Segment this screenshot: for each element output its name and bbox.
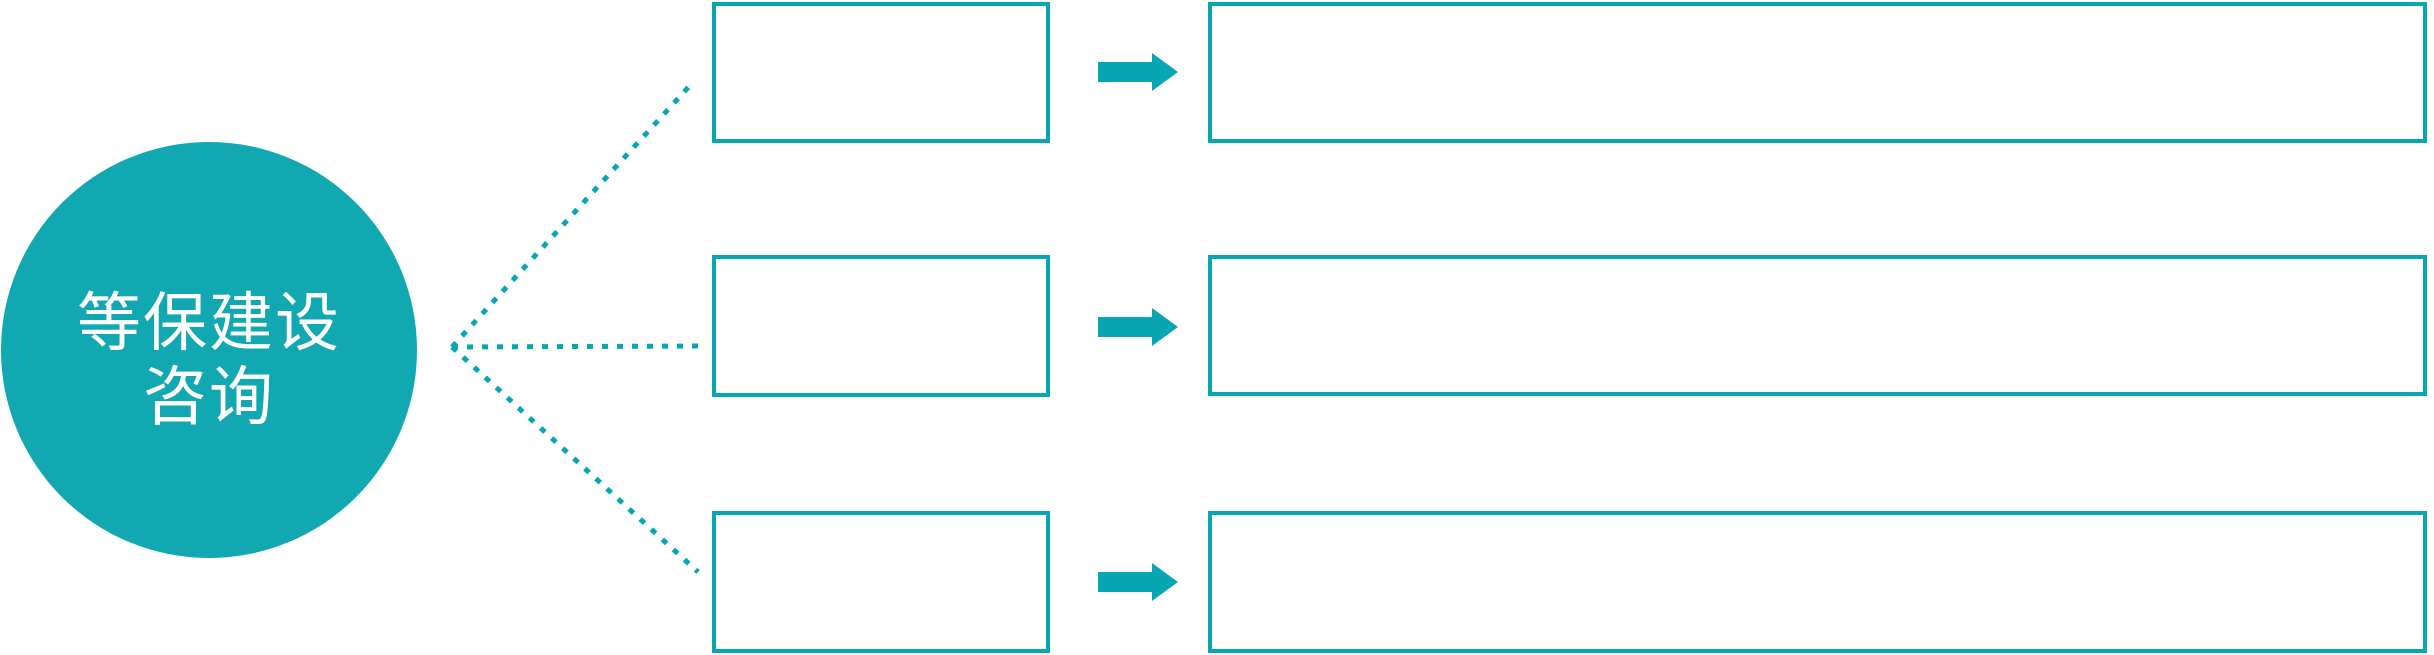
right-arrow-icon-2 xyxy=(1098,308,1178,346)
small-box-3 xyxy=(712,511,1050,653)
small-box-1 xyxy=(712,2,1050,143)
big-box-1 xyxy=(1208,2,2427,143)
circle-label-line1: 等保建设 xyxy=(77,287,341,359)
big-box-2 xyxy=(1208,255,2427,396)
root-circle-node: 等保建设 咨询 xyxy=(1,142,417,558)
right-arrow-icon-1 xyxy=(1098,53,1178,91)
dotted-connector-middle xyxy=(451,343,703,350)
circle-label-line2: 咨询 xyxy=(143,361,275,433)
arrow-shape xyxy=(1098,308,1178,346)
dotted-connector-top xyxy=(450,79,696,349)
small-box-2 xyxy=(712,255,1050,397)
arrow-shape xyxy=(1098,53,1178,91)
big-box-3 xyxy=(1208,511,2427,653)
dotted-connector-bottom xyxy=(450,345,700,574)
arrow-shape xyxy=(1098,563,1178,601)
right-arrow-icon-3 xyxy=(1098,563,1178,601)
